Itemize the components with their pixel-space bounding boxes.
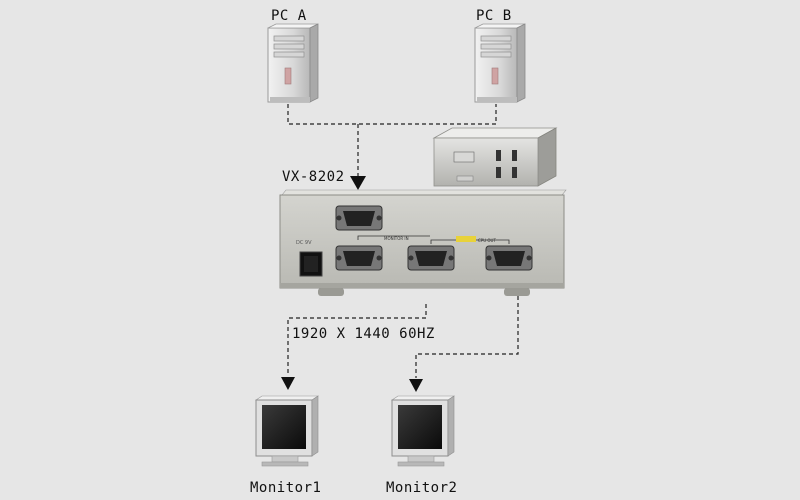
pc-b-tower-icon — [474, 23, 526, 103]
pc-a-tower-icon — [267, 23, 319, 103]
vga-port-out-2-icon — [485, 245, 533, 271]
pc-out-label-tag — [456, 236, 476, 242]
arrow-to-monitor2-icon — [409, 379, 423, 392]
monitor-in-label: MONITOR IN — [384, 236, 409, 241]
monitor1-icon — [255, 395, 319, 467]
arrow-to-switch-icon — [350, 176, 366, 190]
model-label: VX-8202 — [282, 169, 345, 185]
switch-rear-panel — [279, 189, 567, 296]
dc-label: DC 9V — [296, 240, 312, 246]
pc-b-label: PC B — [476, 8, 512, 24]
monitor1-label: Monitor1 — [250, 480, 322, 496]
monitor2-label: Monitor2 — [386, 480, 458, 496]
vga-port-monitor-in-icon — [335, 245, 383, 271]
arrow-to-monitor1-icon — [281, 377, 295, 390]
pc-out-label: CPU OUT — [478, 238, 496, 243]
switch-front-view-icon — [432, 127, 558, 187]
vga-port-top-icon — [335, 205, 383, 231]
vga-port-out-1-icon — [407, 245, 455, 271]
pc-a-label: PC A — [271, 8, 307, 24]
monitor2-icon — [391, 395, 455, 467]
pc-connection-lines — [287, 104, 497, 176]
dc-power-jack-icon — [299, 251, 323, 277]
resolution-label: 1920 X 1440 60HZ — [292, 326, 435, 342]
monitor-connection-lines — [287, 296, 519, 378]
